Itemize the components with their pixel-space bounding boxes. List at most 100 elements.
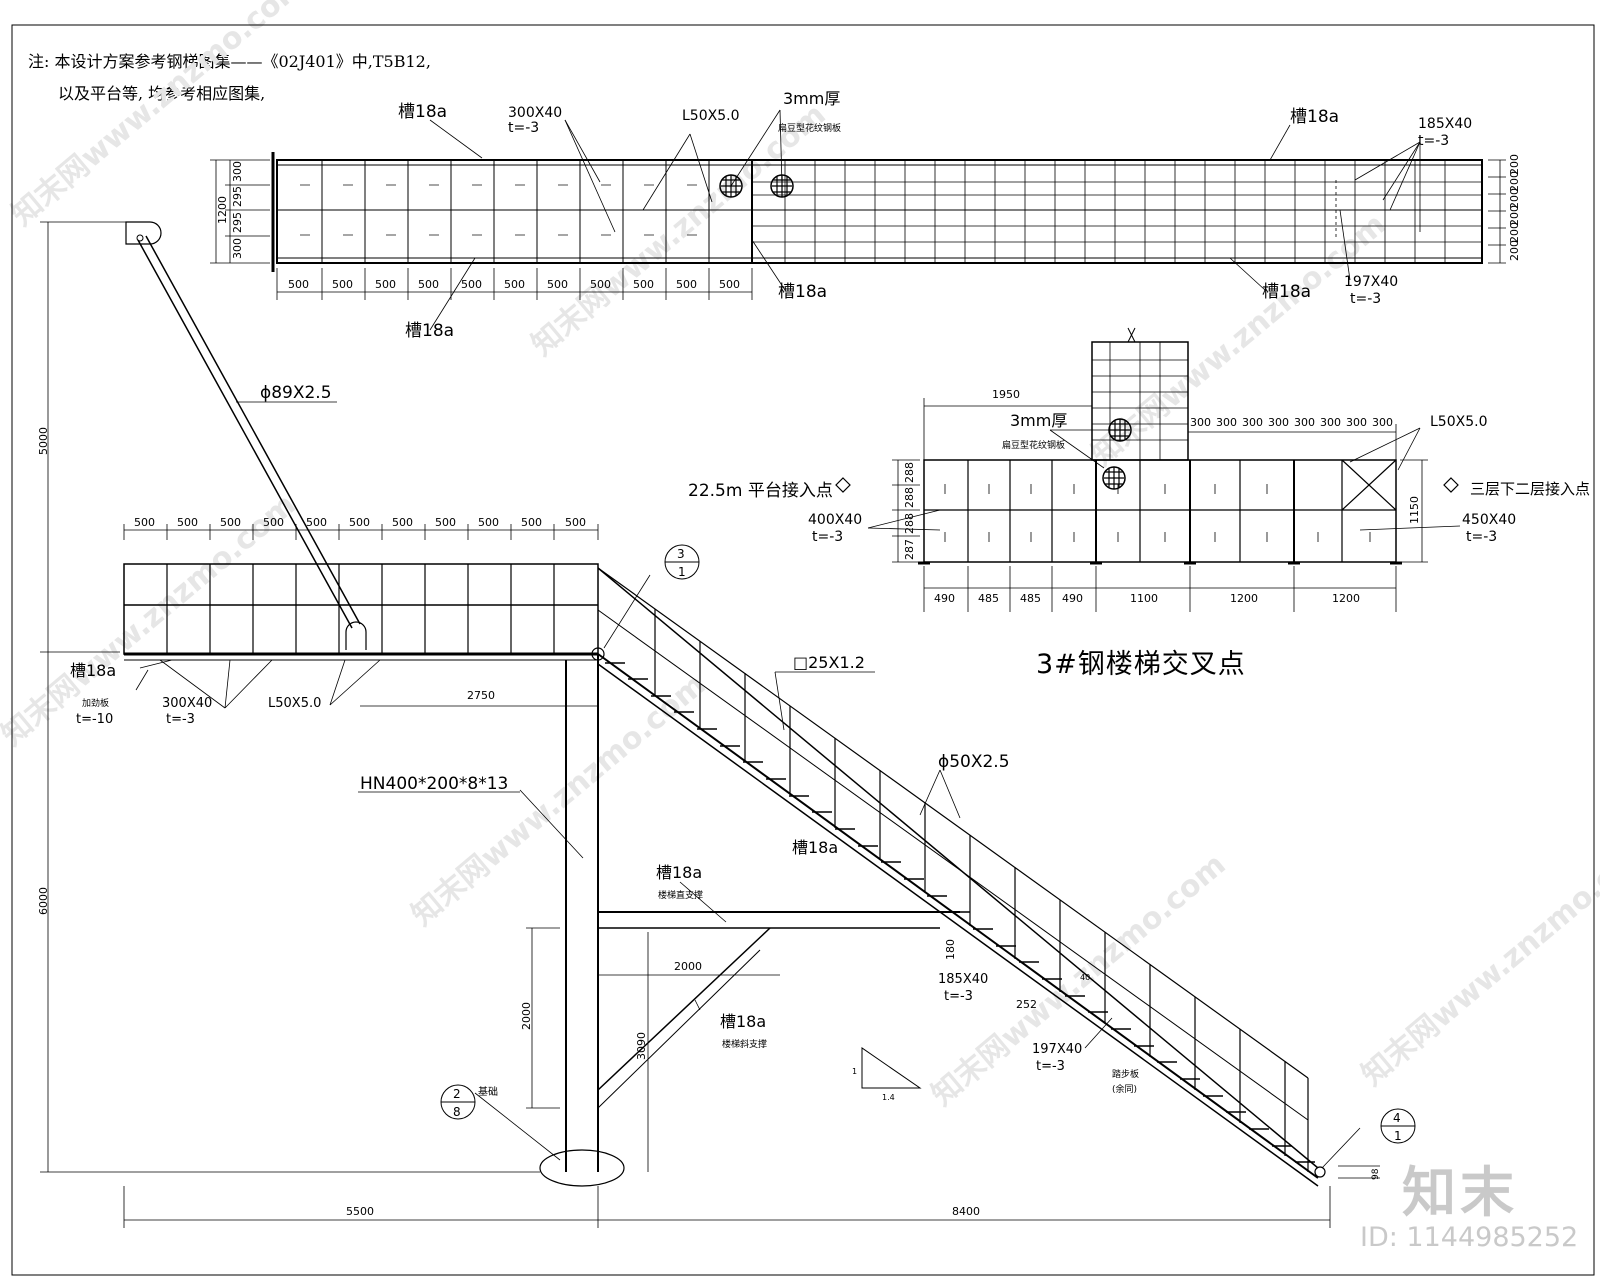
dim-text: 200 [1508, 171, 1521, 192]
dim-text: 1100 [1130, 592, 1158, 605]
junction-panel-lines [967, 459, 1397, 562]
callout-4-1: 4 1 [1380, 1108, 1416, 1144]
dim-2000h: 2000 [674, 960, 702, 973]
dim-text: 500 [435, 516, 456, 529]
plan-label-tread-thk: t=-3 [508, 120, 539, 136]
plan-right-grating [752, 160, 1482, 263]
callout-3-1: 3 1 [664, 544, 700, 580]
dim-text: 500 [220, 516, 241, 529]
plan-outline [276, 159, 1483, 264]
callout-number: 4 [1393, 1111, 1401, 1125]
plan-dim-texts-right: 200 200 200 200 200 200 [1508, 154, 1521, 261]
handrail-posts [654, 609, 1309, 1172]
callout-number: 3 [677, 547, 685, 561]
label-stringer: 槽18a [792, 838, 838, 857]
dim-text: 500 [590, 278, 611, 291]
plan-label-plate-thk: 3mm厚 [783, 89, 840, 108]
junction-dim-300s: 300 300 300 300 300 300 300 300 [1190, 416, 1393, 429]
dim-text: 300 [1216, 416, 1237, 429]
dim-text: 295 [231, 212, 244, 233]
plan-label-channel-bm: 槽18a [778, 282, 827, 302]
dim-5500: 5500 [346, 1205, 374, 1218]
dim-text: 1200 [1332, 592, 1360, 605]
tie-rod [137, 239, 353, 629]
label-stiffener: 加劲板 [82, 697, 109, 709]
plan-dim-texts-bottom: 500 500 500 500 500 500 500 500 500 500 … [288, 278, 740, 291]
anchor-pin [136, 234, 144, 242]
tie-rod [145, 235, 361, 625]
dim-text: 200 [1508, 154, 1521, 175]
dim-98: 98 [1371, 1168, 1381, 1180]
plan-leaders [429, 109, 1421, 331]
label-tread-197-thk: t=-3 [1036, 1059, 1065, 1074]
label-tread-300: 300X40 [162, 696, 212, 711]
dim-text: 300 [1190, 416, 1211, 429]
dim-text: 500 [719, 278, 740, 291]
dim-8400: 8400 [952, 1205, 980, 1218]
callout-sheet: 8 [453, 1105, 461, 1119]
dim-text: 288 [903, 462, 916, 483]
dim-text: 500 [418, 278, 439, 291]
dim-text: 500 [332, 278, 353, 291]
junction-label-angle: L50X5.0 [1430, 414, 1487, 430]
dim-text: 200 [1508, 240, 1521, 261]
dim-text: 500 [478, 516, 499, 529]
stair-bottom-connection [1314, 1166, 1326, 1178]
platform-posts [166, 564, 555, 654]
dim-text: 500 [306, 516, 327, 529]
top-plan-view [210, 109, 1506, 331]
plan-label-tread-size-r: 185X40 [1418, 116, 1472, 132]
label-tread-300-thk: t=-3 [166, 712, 195, 727]
label-column: HN400*200*8*13 [360, 774, 508, 794]
plan-label-tread-size: 300X40 [508, 105, 562, 121]
label-tread-197: 197X40 [1032, 1042, 1082, 1057]
dim-text: 300 [1372, 416, 1393, 429]
plan-label-angle: L50X5.0 [682, 108, 739, 124]
junction-plan-view [835, 327, 1461, 612]
dim-text: 500 [565, 516, 586, 529]
dim-180: 180 [944, 939, 957, 960]
dim-text: 500 [547, 278, 568, 291]
junction-checker-plates [1102, 418, 1132, 490]
dim-text: 1200 [1230, 592, 1258, 605]
junction-bottom-dim-ticks [923, 566, 1397, 612]
dim-40: 40 [1080, 973, 1090, 982]
label-horizontal-brace-note: 楼梯直支撑 [658, 889, 703, 901]
brand-logo: 知末 [1402, 1161, 1518, 1224]
junction-label-plate-thk: 3mm厚 [1010, 411, 1067, 430]
dim-text: 287 [903, 539, 916, 560]
dim-text: 288 [903, 487, 916, 508]
dim-3090: 3090 [635, 1032, 648, 1060]
left-connection-marker [835, 477, 851, 493]
label-horizontal-brace: 槽18a [656, 863, 702, 882]
riser-grating [1092, 342, 1188, 460]
slope-ratio: 1.4 [882, 1093, 895, 1102]
stair-stringer [597, 653, 1319, 1179]
plan-label-tread-thk-r: t=-3 [1418, 133, 1449, 149]
dim-text: 300 [1320, 416, 1341, 429]
junction-left-dims: 288 288 288 287 [903, 462, 916, 560]
plan-dim-texts-left: 300 295 295 300 1200 [216, 161, 244, 259]
dim-text: 200 [1508, 222, 1521, 243]
dim-text: 500 [676, 278, 697, 291]
dim-text: 500 [504, 278, 525, 291]
dim-text: 300 [1268, 416, 1289, 429]
stair-treads [605, 662, 1315, 1163]
dim-text: 300 [1294, 416, 1315, 429]
diagonal-brace [597, 927, 771, 1091]
dim-text: 485 [1020, 592, 1041, 605]
slope-triangle [861, 1047, 922, 1089]
junction-leaders [867, 427, 1461, 531]
junction-platform [923, 459, 1397, 563]
dim-text: 500 [633, 278, 654, 291]
junction-label-400-thk: t=-3 [812, 529, 843, 545]
dim-text: 500 [263, 516, 284, 529]
dim-text: 295 [231, 186, 244, 207]
junction-label-400: 400X40 [808, 512, 862, 528]
plan-label-channel-tr: 槽18a [1290, 107, 1339, 127]
brand-id: ID: 1144985252 [1360, 1222, 1579, 1253]
label-tread-185-thk: t=-3 [944, 989, 973, 1004]
right-connection-marker [1443, 477, 1459, 493]
dim-text: 490 [934, 592, 955, 605]
plan-label-channel-bl: 槽18a [405, 321, 454, 341]
